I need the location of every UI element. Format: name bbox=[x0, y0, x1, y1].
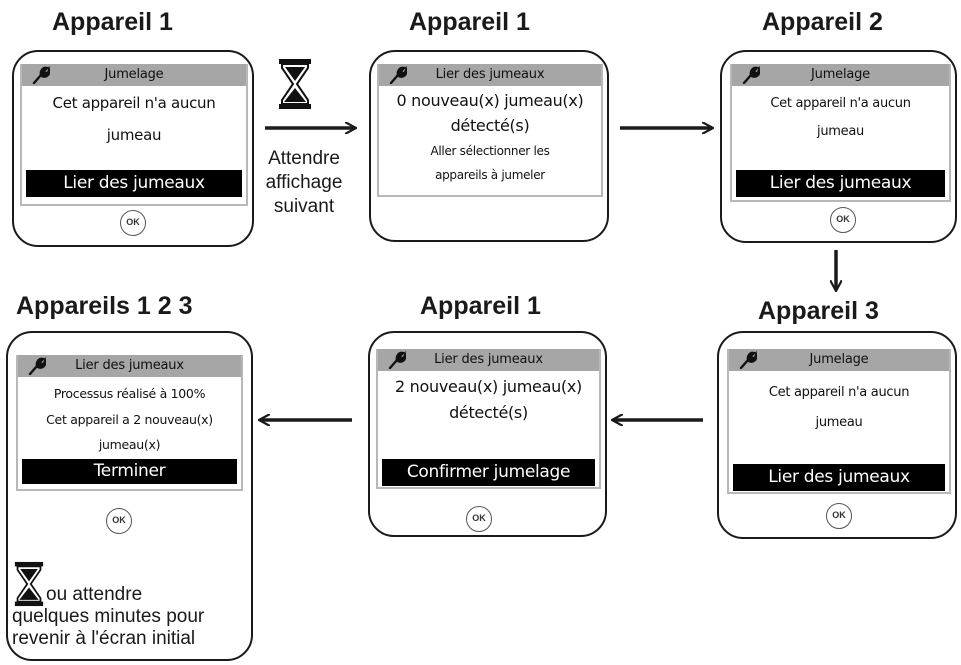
wrench-icon bbox=[388, 350, 407, 370]
screen-header: Jumelage bbox=[732, 64, 949, 86]
screen-header: Lier des jumeaux bbox=[379, 64, 601, 86]
screen: Lier des jumeaux Processus réalisé à 100… bbox=[16, 355, 243, 491]
screen: Jumelage Cet appareil n'a aucun jumeau L… bbox=[727, 349, 951, 494]
screen: Lier des jumeaux 2 nouveau(x) jumeau(x) … bbox=[376, 349, 601, 489]
finish-button[interactable]: Terminer bbox=[22, 459, 237, 484]
screen-line-1: Cet appareil n'a aucun bbox=[52, 94, 216, 112]
ok-button[interactable]: OK bbox=[466, 506, 492, 532]
screen-line-2: jumeau bbox=[815, 415, 863, 430]
wait-line-1: Attendre bbox=[268, 148, 340, 169]
screen-line-1: Cet appareil n'a aucun bbox=[768, 385, 910, 400]
ok-button[interactable]: OK bbox=[830, 207, 856, 233]
bottom-note-line-3: revenir à l'écran initial bbox=[12, 628, 196, 649]
device-panel-6: Lier des jumeaux Processus réalisé à 100… bbox=[6, 331, 253, 661]
screen-header: Jumelage bbox=[22, 64, 246, 86]
screen: Jumelage Cet appareil n'a aucun jumeau L… bbox=[20, 64, 248, 206]
ok-button[interactable]: OK bbox=[826, 503, 852, 529]
ok-button[interactable]: OK bbox=[106, 508, 132, 534]
panel-6-title: Appareils 1 2 3 bbox=[16, 292, 193, 320]
device-panel-5: Lier des jumeaux 2 nouveau(x) jumeau(x) … bbox=[368, 331, 607, 537]
screen-header: Lier des jumeaux bbox=[18, 355, 241, 377]
wait-caption: Attendre affichage suivant bbox=[256, 147, 352, 219]
screen-header: Lier des jumeaux bbox=[378, 349, 599, 371]
bottom-note-line-1: ou attendre bbox=[46, 584, 143, 605]
wrench-icon bbox=[28, 356, 47, 376]
wrench-icon bbox=[742, 65, 761, 85]
bottom-note-line-2: quelques minutes pour bbox=[12, 606, 205, 627]
screen-header-label: Jumelage bbox=[104, 67, 164, 82]
panel-1-title: Appareil 1 bbox=[52, 8, 173, 36]
screen-line-4: appareils à jumeler bbox=[435, 168, 545, 182]
link-twins-button[interactable]: Lier des jumeaux bbox=[733, 464, 945, 491]
screen-line-1: 2 nouveau(x) jumeau(x) bbox=[395, 377, 582, 396]
screen-header: Jumelage bbox=[729, 349, 949, 371]
screen-line-2: jumeau bbox=[817, 124, 864, 139]
device-panel-3: Jumelage Cet appareil n'a aucun jumeau L… bbox=[720, 50, 957, 243]
confirm-pairing-button[interactable]: Confirmer jumelage bbox=[382, 459, 595, 486]
screen-line-2: détecté(s) bbox=[450, 116, 530, 135]
screen-line-1: 0 nouveau(x) jumeau(x) bbox=[396, 91, 584, 110]
screen-line-3: jumeau(x) bbox=[98, 437, 161, 452]
screen-header-label: Jumelage bbox=[811, 67, 870, 82]
screen: Jumelage Cet appareil n'a aucun jumeau L… bbox=[730, 64, 951, 202]
link-twins-button[interactable]: Lier des jumeaux bbox=[26, 170, 242, 197]
wrench-icon bbox=[389, 65, 408, 85]
screen-header-label: Lier des jumeaux bbox=[434, 352, 543, 367]
panel-5-title: Appareil 1 bbox=[420, 292, 541, 320]
screen-header-label: Lier des jumeaux bbox=[435, 67, 545, 82]
device-panel-1: Jumelage Cet appareil n'a aucun jumeau L… bbox=[12, 50, 254, 247]
wait-line-3: suivant bbox=[273, 196, 335, 217]
screen-header-label: Jumelage bbox=[809, 352, 869, 367]
panel-2-title: Appareil 1 bbox=[409, 8, 530, 36]
screen-line-3: Aller sélectionner les bbox=[430, 144, 550, 158]
device-panel-2: Lier des jumeaux 0 nouveau(x) jumeau(x) … bbox=[369, 50, 609, 242]
screen-line-2: détecté(s) bbox=[449, 403, 528, 422]
panel-3-title: Appareil 2 bbox=[762, 8, 883, 36]
device-panel-4: Jumelage Cet appareil n'a aucun jumeau L… bbox=[717, 331, 957, 539]
screen-line-1: Cet appareil n'a aucun bbox=[770, 96, 911, 111]
wrench-icon bbox=[32, 65, 51, 85]
hourglass-icon bbox=[278, 58, 312, 110]
hourglass-icon bbox=[14, 561, 44, 607]
link-twins-button[interactable]: Lier des jumeaux bbox=[736, 170, 945, 197]
wait-line-2: affichage bbox=[265, 172, 343, 193]
screen-line-1: Processus réalisé à 100% bbox=[53, 386, 206, 401]
screen-line-2: Cet appareil a 2 nouveau(x) bbox=[46, 412, 213, 427]
screen-line-2: jumeau bbox=[106, 126, 162, 144]
panel-4-title: Appareil 3 bbox=[758, 297, 879, 325]
screen: Lier des jumeaux 0 nouveau(x) jumeau(x) … bbox=[377, 64, 603, 197]
screen-header-label: Lier des jumeaux bbox=[75, 358, 184, 373]
ok-button[interactable]: OK bbox=[120, 210, 146, 236]
wrench-icon bbox=[739, 350, 758, 370]
